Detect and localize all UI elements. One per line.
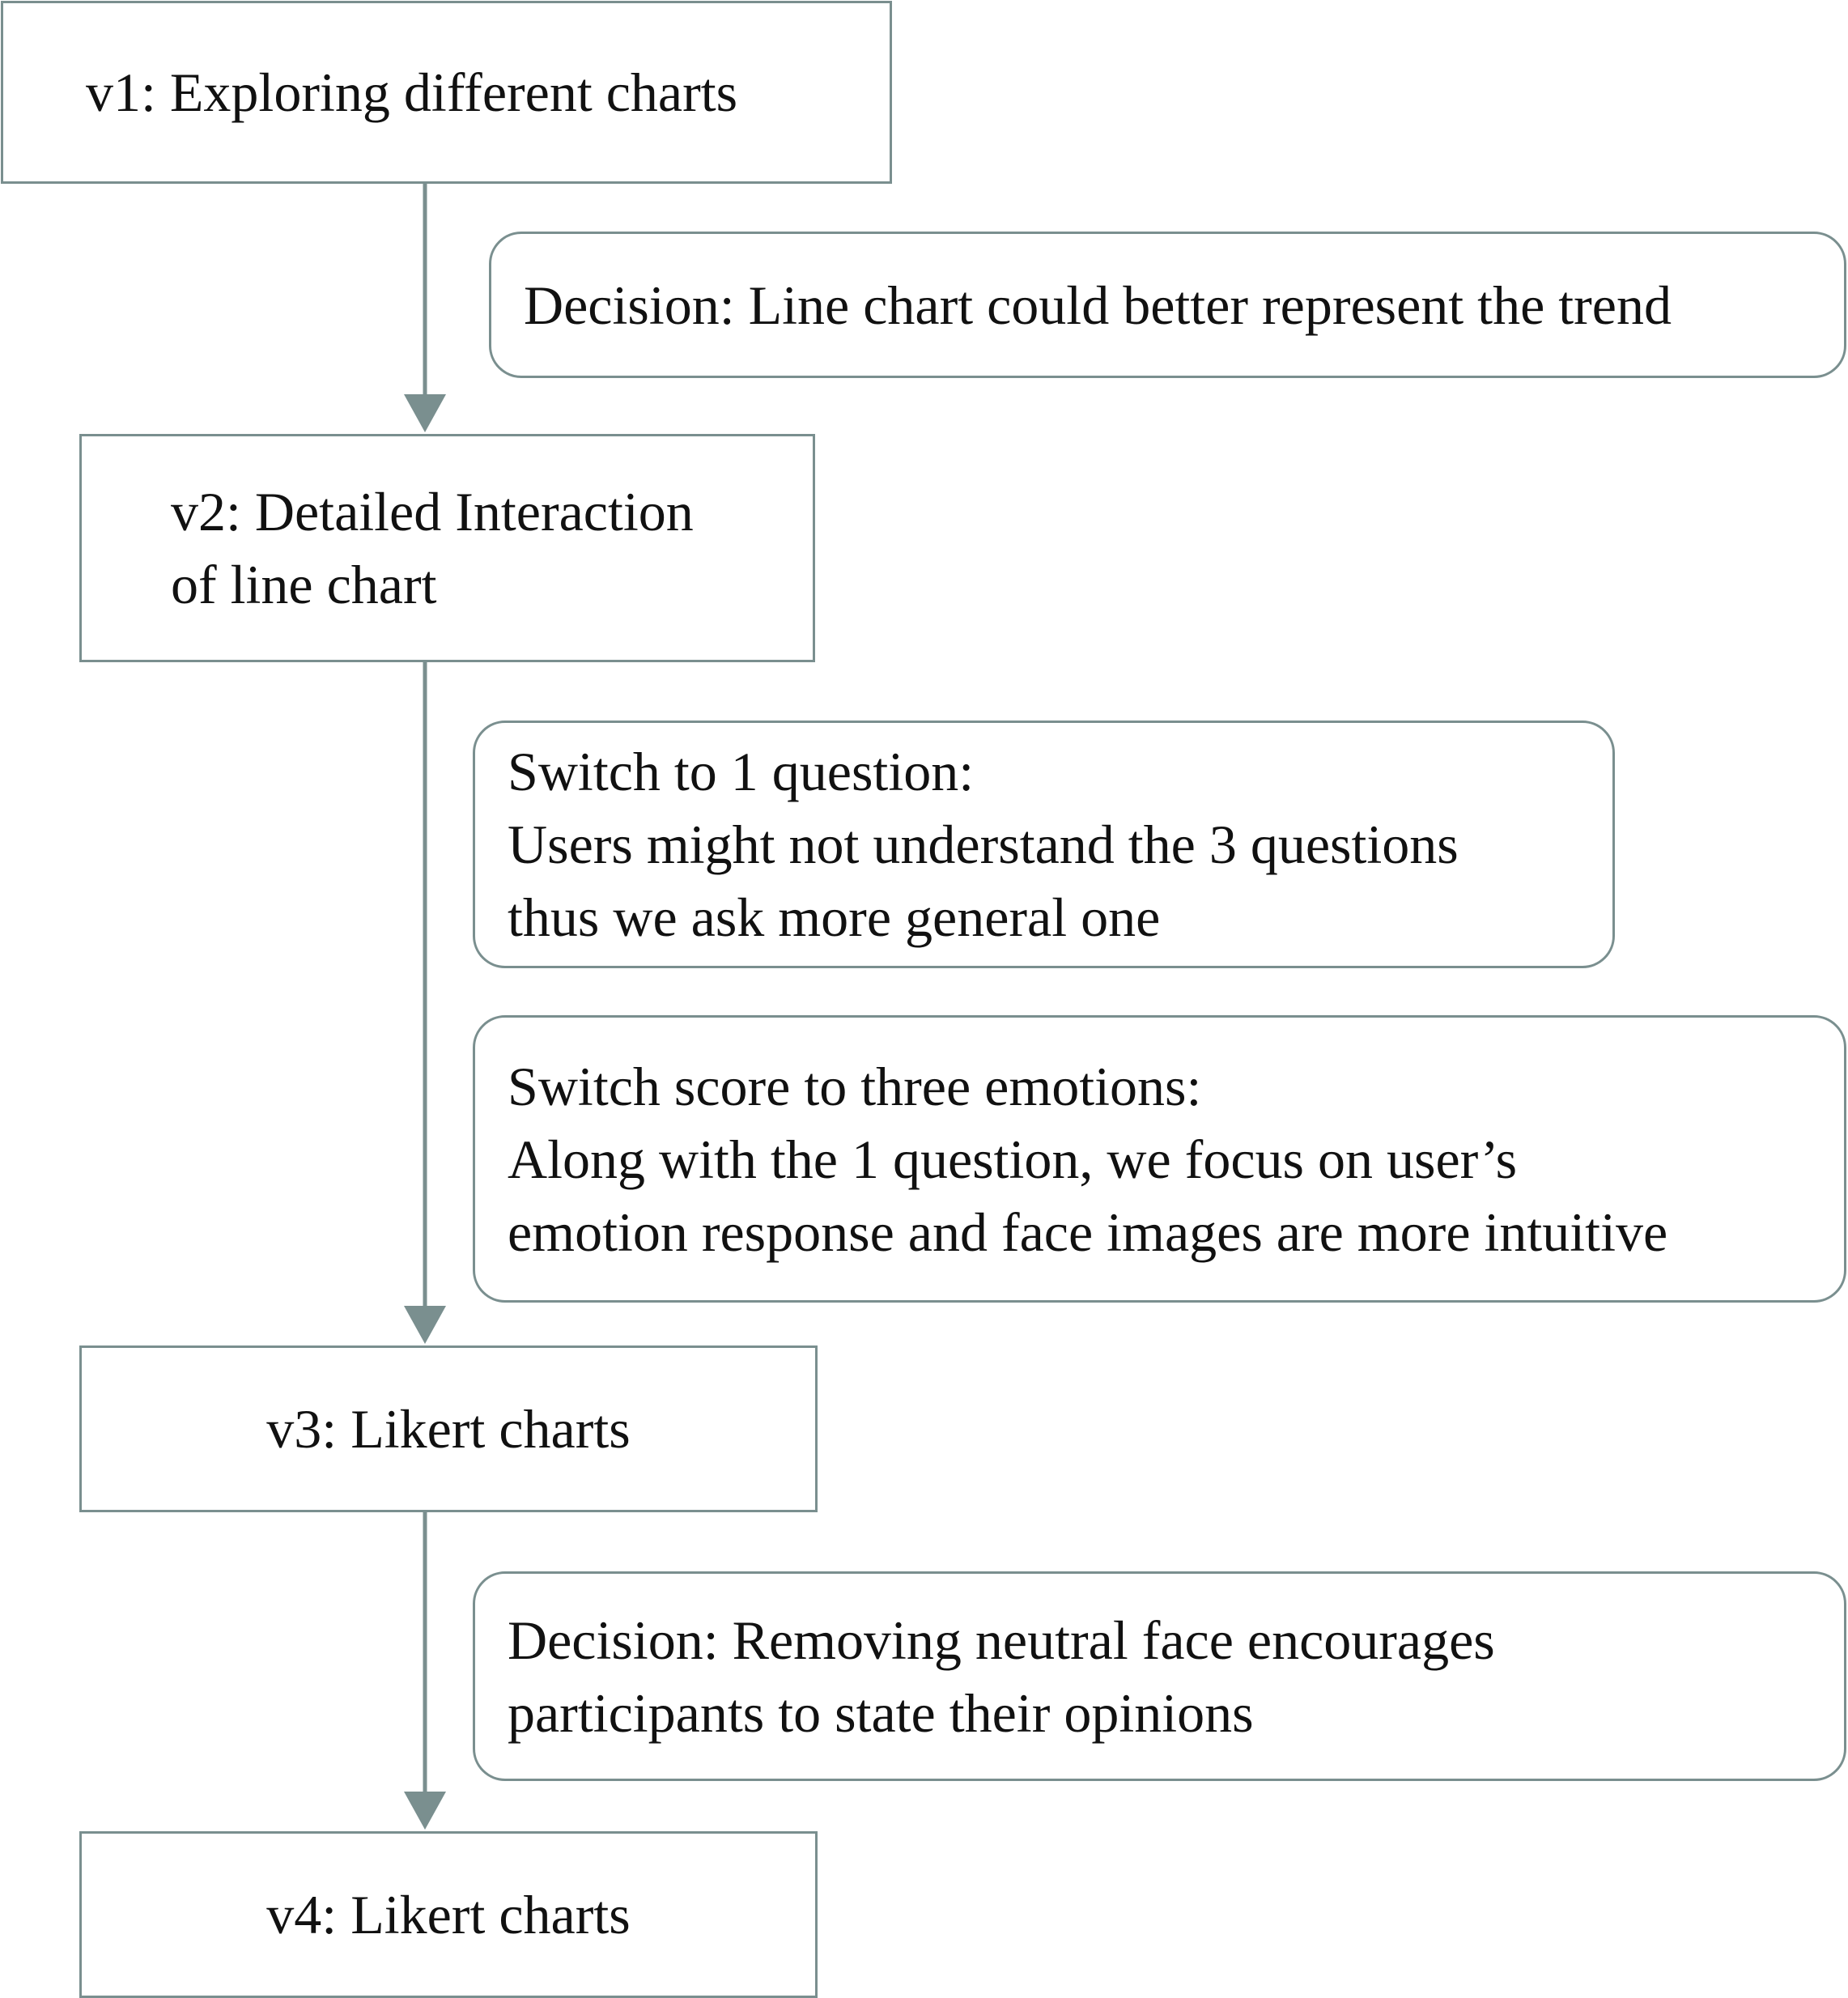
note-1-line-1: Decision: Line chart could better repres… bbox=[524, 274, 1672, 336]
version-v4-label: v4: Likert charts bbox=[266, 1884, 631, 1945]
arrowhead-v2 bbox=[404, 394, 446, 432]
note-switch-question: Switch to 1 question: Users might not un… bbox=[473, 721, 1615, 968]
version-v4-box: v4: Likert charts bbox=[79, 1831, 818, 1998]
note-4-line-1: Decision: Removing neutral face encourag… bbox=[508, 1609, 1495, 1671]
version-v2-label-line-2: of line chart bbox=[171, 554, 437, 615]
note-3-line-1: Switch score to three emotions: bbox=[508, 1055, 1202, 1117]
version-v3-label: v3: Likert charts bbox=[266, 1398, 631, 1460]
decision-note-neutral-face: Decision: Removing neutral face encourag… bbox=[473, 1571, 1846, 1781]
note-3-line-2: Along with the 1 question, we focus on u… bbox=[508, 1128, 1518, 1190]
version-v2-label-line-1: v2: Detailed Interaction bbox=[171, 481, 694, 542]
note-3-line-3: emotion response and face images are mor… bbox=[508, 1201, 1668, 1263]
arrowhead-v3 bbox=[404, 1306, 446, 1344]
note-2-line-2: Users might not understand the 3 questio… bbox=[508, 814, 1459, 875]
note-switch-emotions: Switch score to three emotions: Along wi… bbox=[473, 1015, 1846, 1303]
version-v2-box: v2: Detailed Interaction of line chart bbox=[79, 434, 815, 662]
note-4-line-2: participants to state their opinions bbox=[508, 1681, 1254, 1744]
arrowhead-v4 bbox=[404, 1792, 446, 1830]
version-v1-label: v1: Exploring different charts bbox=[86, 62, 738, 123]
version-v3-box: v3: Likert charts bbox=[79, 1345, 818, 1512]
note-2-line-1: Switch to 1 question: bbox=[508, 741, 975, 802]
decision-note-line-chart: Decision: Line chart could better repres… bbox=[489, 232, 1846, 378]
note-2-line-3: thus we ask more general one bbox=[508, 886, 1161, 948]
version-v1-box: v1: Exploring different charts bbox=[1, 1, 892, 184]
